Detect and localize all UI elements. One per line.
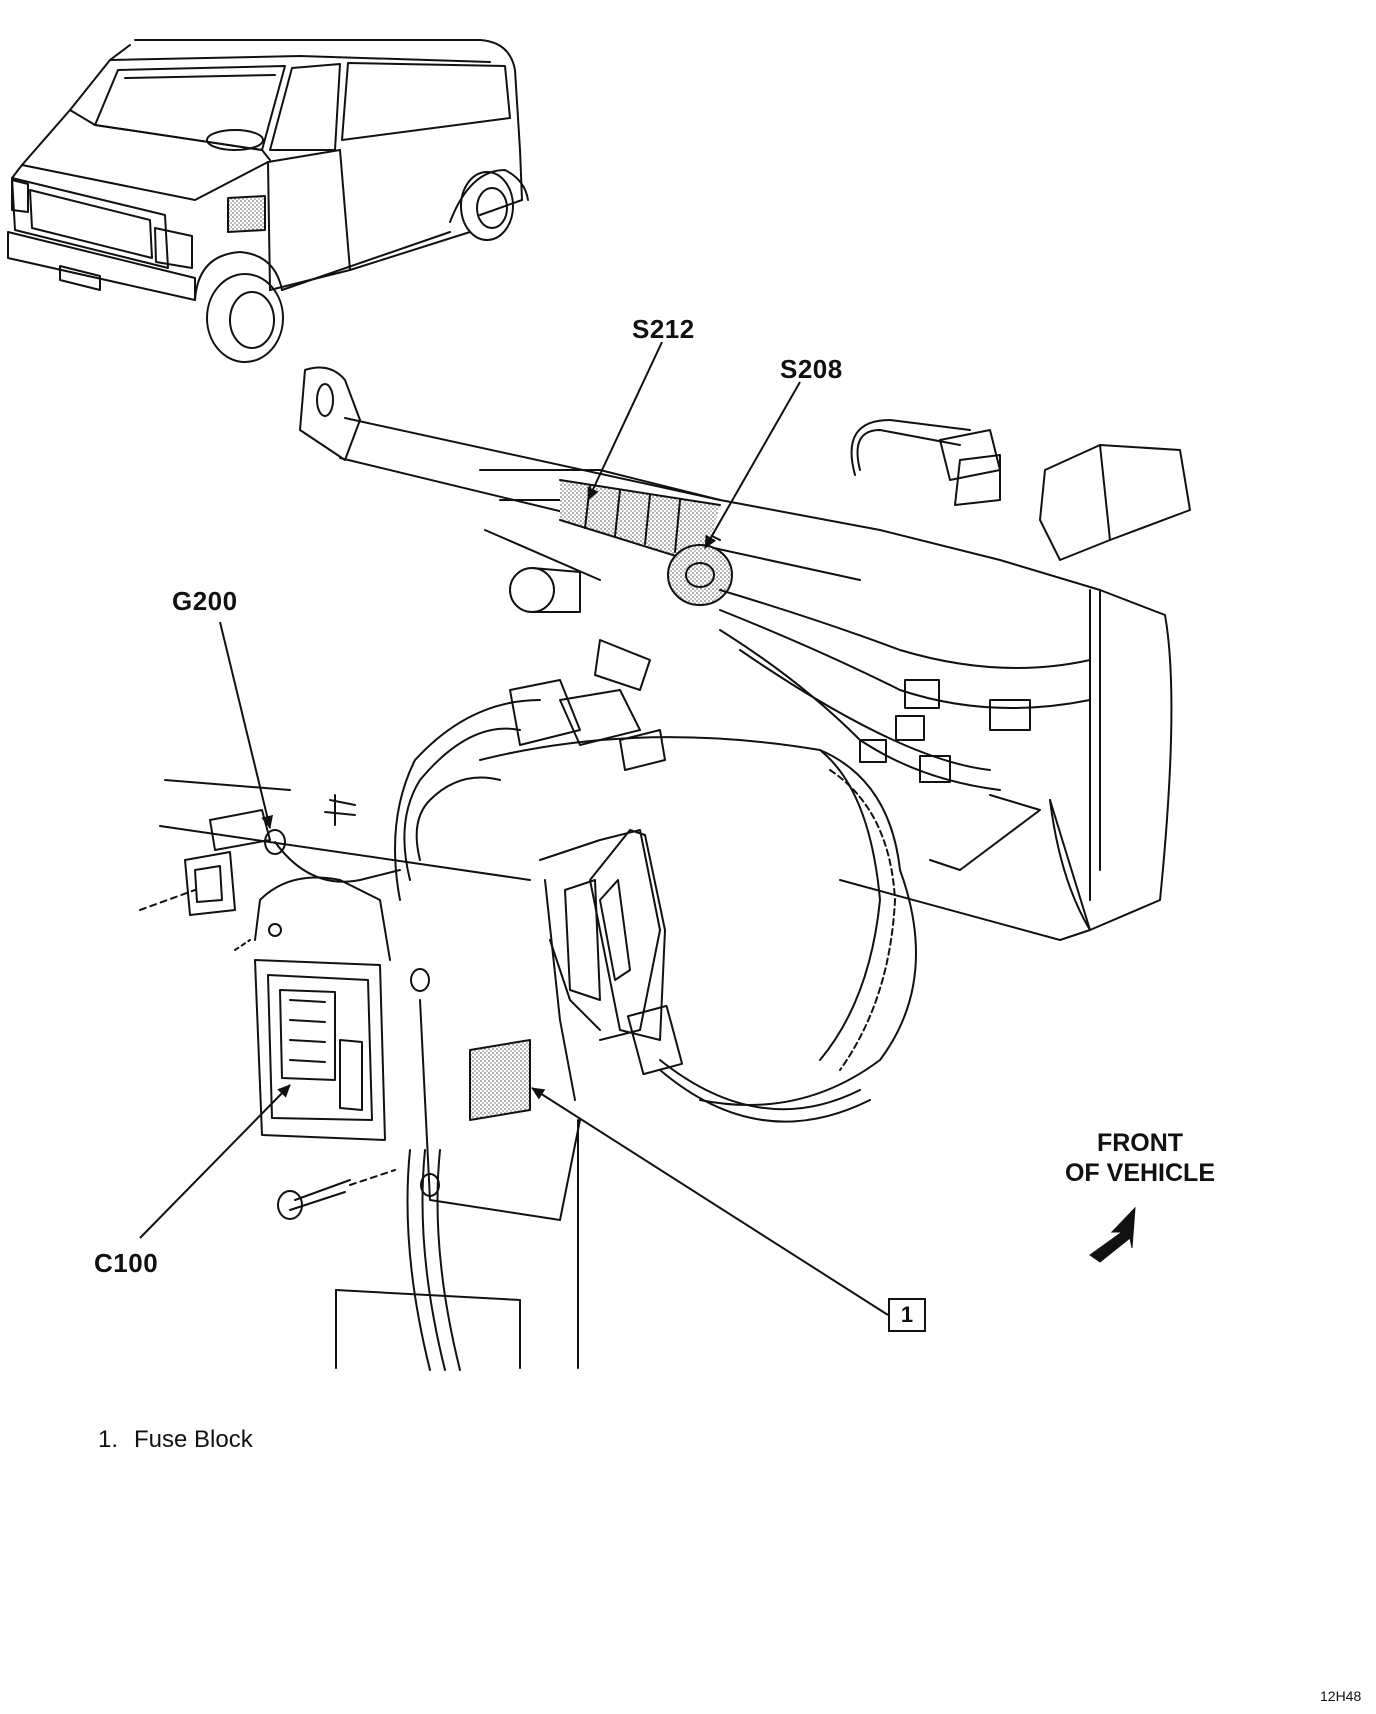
front-arrow-icon	[1089, 1206, 1136, 1263]
callout-s208: S208	[780, 354, 843, 384]
s212-leader	[587, 341, 663, 501]
s208-leader	[704, 381, 801, 549]
callout-s212: S212	[632, 314, 695, 344]
legend: 1. Fuse Block	[98, 1426, 253, 1454]
legend-item-label: Fuse Block	[134, 1426, 253, 1453]
front-label-line1: FRONT	[1096, 1129, 1184, 1157]
reference-number-box: 1	[888, 1298, 926, 1332]
front-of-vehicle-label: FRONT OF VEHICLE	[1040, 1128, 1240, 1188]
leader-lines	[139, 341, 889, 1316]
legend-item-number: 1.	[98, 1426, 119, 1453]
van-locator-illustration	[7, 39, 529, 363]
callout-c100: C100	[94, 1248, 159, 1278]
c100-leader	[139, 1084, 291, 1239]
instrument-panel-assembly	[139, 366, 1191, 1371]
fuse-block-leader	[531, 1087, 889, 1316]
g200-leader	[219, 621, 274, 829]
callout-g200: G200	[172, 586, 238, 616]
figure-code: 12H48	[1320, 1688, 1362, 1704]
front-label-line2: OF VEHICLE	[1064, 1159, 1215, 1187]
